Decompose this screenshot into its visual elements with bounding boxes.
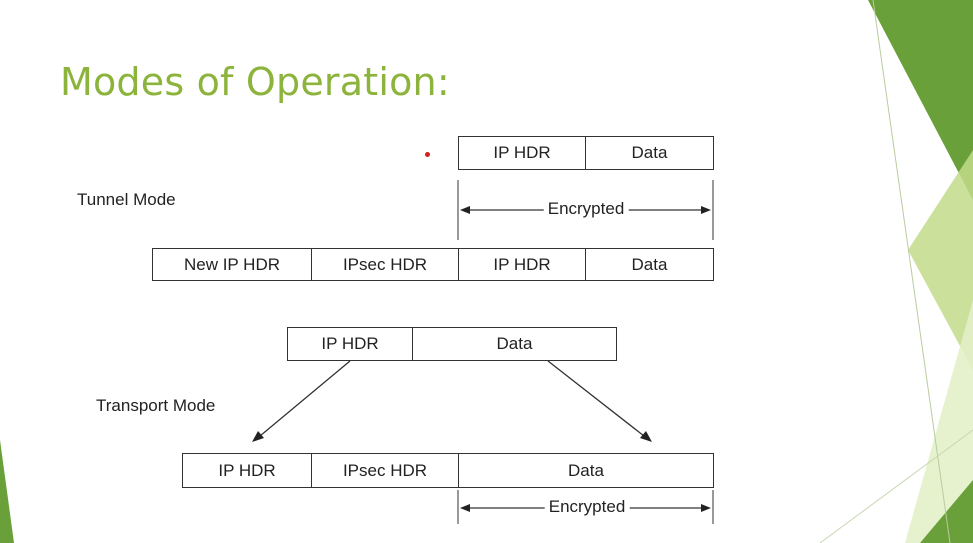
tunnel-inner-ip-hdr: IP HDR xyxy=(458,248,586,281)
tunnel-encrypted-label: Encrypted xyxy=(543,199,629,219)
transport-original-ip-hdr: IP HDR xyxy=(287,327,413,361)
transport-new-ip-hdr: IP HDR xyxy=(182,453,312,488)
bottom-right-pale-shape xyxy=(905,300,973,543)
tunnel-new-ip-hdr: New IP HDR xyxy=(152,248,312,281)
pointer-dot xyxy=(425,152,430,157)
transport-right-arrowhead xyxy=(640,431,652,442)
right-thin-line xyxy=(872,0,951,543)
transport-new-data: Data xyxy=(458,453,714,488)
bottom-left-green-shape xyxy=(0,440,14,543)
transport-enc-right-arrowhead xyxy=(701,504,711,512)
transport-right-diagonal-arrow xyxy=(547,360,645,437)
transport-left-diagonal-arrow xyxy=(259,360,351,437)
tunnel-mode-label: Tunnel Mode xyxy=(77,190,176,209)
tunnel-original-ip-hdr: IP HDR xyxy=(458,136,586,170)
bottom-right-green-shape xyxy=(920,480,973,543)
transport-mode-label: Transport Mode xyxy=(96,396,216,415)
bottom-thin-line xyxy=(819,429,973,543)
top-right-green-shape xyxy=(868,0,973,200)
transport-original-data: Data xyxy=(412,327,617,361)
transport-enc-left-arrowhead xyxy=(460,504,470,512)
transport-left-arrowhead xyxy=(252,431,264,442)
tunnel-enc-right-arrowhead xyxy=(701,206,711,214)
tunnel-original-data: Data xyxy=(585,136,714,170)
tunnel-inner-data: Data xyxy=(585,248,714,281)
tunnel-ipsec-hdr: IPsec HDR xyxy=(311,248,459,281)
right-light-green-shape xyxy=(908,150,973,370)
transport-ipsec-hdr: IPsec HDR xyxy=(311,453,459,488)
tunnel-enc-left-arrowhead xyxy=(460,206,470,214)
slide-title: Modes of Operation: xyxy=(60,60,450,104)
transport-encrypted-label: Encrypted xyxy=(544,497,630,517)
